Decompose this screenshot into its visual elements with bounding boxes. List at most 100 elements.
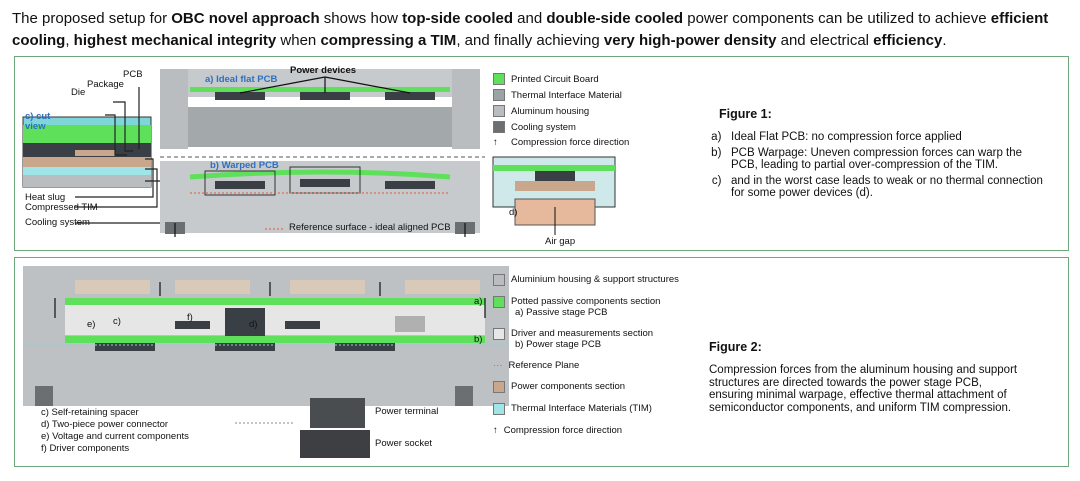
compression-arrows-fig1 — [174, 223, 466, 237]
power-connector — [225, 308, 265, 338]
intro-segment: power components can be utilized to achi… — [683, 10, 991, 27]
label-warped-pcb: b) Warped PCB — [210, 160, 279, 171]
warped-device-3 — [385, 181, 435, 189]
intro-segment: double-side cooled — [546, 10, 684, 27]
legend-label: Thermal Interface Materials (TIM) — [511, 403, 652, 414]
figure-2-note: c) Self-retaining spacer — [41, 407, 139, 418]
power-device-arrows — [239, 76, 411, 94]
label-air-gap: Air gap — [545, 236, 576, 247]
passive-stage-pcb — [65, 298, 485, 305]
legend-label: Cooling system — [511, 121, 576, 133]
label-fig2-e: e) — [87, 319, 96, 330]
warped-device-1 — [215, 181, 265, 189]
legend-label: Compression force direction — [511, 137, 630, 148]
legend-item: ↑ Compression force direction — [493, 137, 629, 148]
legend-swatch: ↑ — [493, 137, 498, 148]
power-terminal-img — [310, 398, 365, 428]
warped-highlight-2 — [289, 166, 361, 194]
intro-segment: and electrical — [776, 32, 874, 49]
legend-swatch — [493, 105, 505, 117]
ideal-pcb — [190, 87, 450, 92]
legend-item: ··· Reference Plane — [493, 360, 679, 371]
intro-segment: highest mechanical integrity — [73, 32, 277, 49]
legend-swatch — [493, 121, 505, 133]
legend-sub: a) Passive stage PCB — [515, 307, 608, 318]
intro-segment: , and finally achieving — [456, 32, 604, 49]
cut-view-die — [75, 150, 115, 156]
label-die: Die — [71, 87, 86, 98]
legend-item: Printed Circuit Board — [493, 73, 629, 85]
legend-swatch — [493, 274, 505, 286]
intro-segment: very high-power density — [603, 32, 777, 49]
figure-1-item: and in the worst case leads to weak or n… — [731, 175, 1049, 200]
label-fig2-f: f) — [187, 312, 193, 323]
figure-1-title: Figure 1: — [719, 107, 772, 121]
label-compressed-tim: Compressed TIM — [25, 202, 98, 213]
figure-1-list: Ideal Flat PCB: no compression force app… — [709, 131, 1049, 203]
legend-item: Thermal Interface Material — [493, 89, 629, 101]
compression-arrows-fig2 — [54, 282, 486, 318]
figure-2-body: Compression forces from the aluminum hou… — [709, 364, 1018, 414]
figure-1-item: Ideal Flat PCB: no compression force app… — [731, 131, 1049, 144]
figure-2-diagram — [23, 266, 509, 458]
warped-pcb — [189, 169, 451, 180]
legend-label: Reference Plane — [508, 360, 580, 371]
legend-swatch — [493, 328, 505, 340]
legend-item: Power components section — [493, 381, 679, 393]
label-fig2-c: c) — [113, 316, 121, 327]
cut-view-cooling — [23, 175, 151, 187]
cut-view-tim — [23, 167, 151, 175]
intro-segment: The proposed setup for — [12, 10, 172, 27]
figure-2-note: e) Voltage and current components — [41, 431, 189, 442]
legend-label: Aluminum housing — [511, 105, 590, 117]
legend-item: Aluminum housing — [493, 105, 629, 117]
intro-segment: , — [65, 32, 74, 49]
legend-label: Driver and measurements section — [511, 328, 654, 339]
intro-paragraph: The proposed setup for OBC novel approac… — [12, 8, 1072, 52]
power-socket-img — [300, 430, 370, 458]
legend-swatch: ··· — [493, 360, 503, 371]
figure-2-note: f) Driver components — [41, 443, 130, 454]
ideal-device-1 — [215, 92, 265, 100]
legend-swatch — [493, 403, 505, 415]
legend-item: ↑ Compression force direction — [493, 425, 679, 436]
legend-item: Thermal Interface Materials (TIM) — [493, 403, 679, 415]
label-fig2-d: d) — [249, 319, 258, 330]
potting-blocks — [75, 280, 480, 294]
intro-segment: OBC novel approach — [171, 10, 320, 27]
label-cooling-system: Cooling system — [25, 217, 90, 228]
intro-segment: compressing a TIM — [320, 32, 457, 49]
intro-segment: and — [513, 10, 547, 27]
legend-swatch — [493, 381, 505, 393]
cut-view-pcb — [23, 125, 151, 143]
label-package: Package — [87, 79, 124, 90]
warped-highlight-1 — [204, 170, 276, 196]
label-power-socket: Power socket — [375, 438, 433, 449]
intro-segment: when — [276, 32, 321, 49]
intro-segment: efficiency — [873, 32, 943, 49]
intro-segment: efficient cooling — [12, 10, 1049, 49]
legend-swatch — [493, 89, 505, 101]
cut-view-heat-slug — [23, 157, 151, 167]
legend-label: Thermal Interface Material — [511, 89, 622, 101]
legend-swatch — [493, 296, 505, 308]
legend-label: Aluminium housing & support structures — [511, 274, 679, 285]
figure-1-item: PCB Warpage: Uneven compression forces c… — [731, 147, 1049, 172]
ideal-device-3 — [385, 92, 435, 100]
legend-label: Compression force direction — [503, 425, 623, 436]
label-pcb: PCB — [123, 69, 143, 80]
legend-sub: b) Power stage PCB — [515, 339, 602, 350]
label-fig2-b: b) — [474, 334, 483, 345]
legend-swatch: ↑ — [493, 425, 498, 436]
label-ideal-flat-pcb: a) Ideal flat PCB — [205, 74, 278, 85]
legend-item: Cooling system — [493, 121, 629, 133]
ideal-cooling — [160, 107, 480, 147]
figure-2-note: d) Two-piece power connector — [41, 419, 169, 430]
label-power-devices: Power devices — [290, 65, 357, 76]
label-fig2-a: a) — [474, 296, 483, 307]
legend-label: Potted passive components section — [511, 296, 661, 307]
